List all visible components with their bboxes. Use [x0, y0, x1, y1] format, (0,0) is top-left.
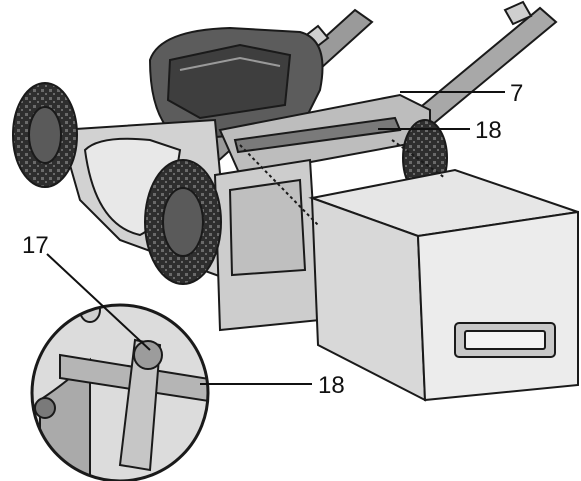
callout-7: 7: [510, 80, 523, 107]
inset-pivot: [133, 340, 163, 370]
guide-lines: [239, 139, 446, 226]
leader-17: [46, 253, 151, 351]
inset-border: [30, 303, 210, 481]
battery-pack: [166, 43, 292, 120]
callout-18-top: 18: [475, 117, 502, 144]
handle-clamp-right: [503, 0, 533, 26]
leader-lines: [46, 91, 505, 385]
bag-side: [416, 210, 579, 402]
callout-18-detail: 18: [318, 372, 345, 399]
rear-door: [228, 178, 307, 277]
callout-17: 17: [22, 232, 49, 259]
detail-inset: [30, 303, 210, 481]
grass-collection-bag: [308, 168, 579, 402]
wheels: [12, 82, 448, 285]
